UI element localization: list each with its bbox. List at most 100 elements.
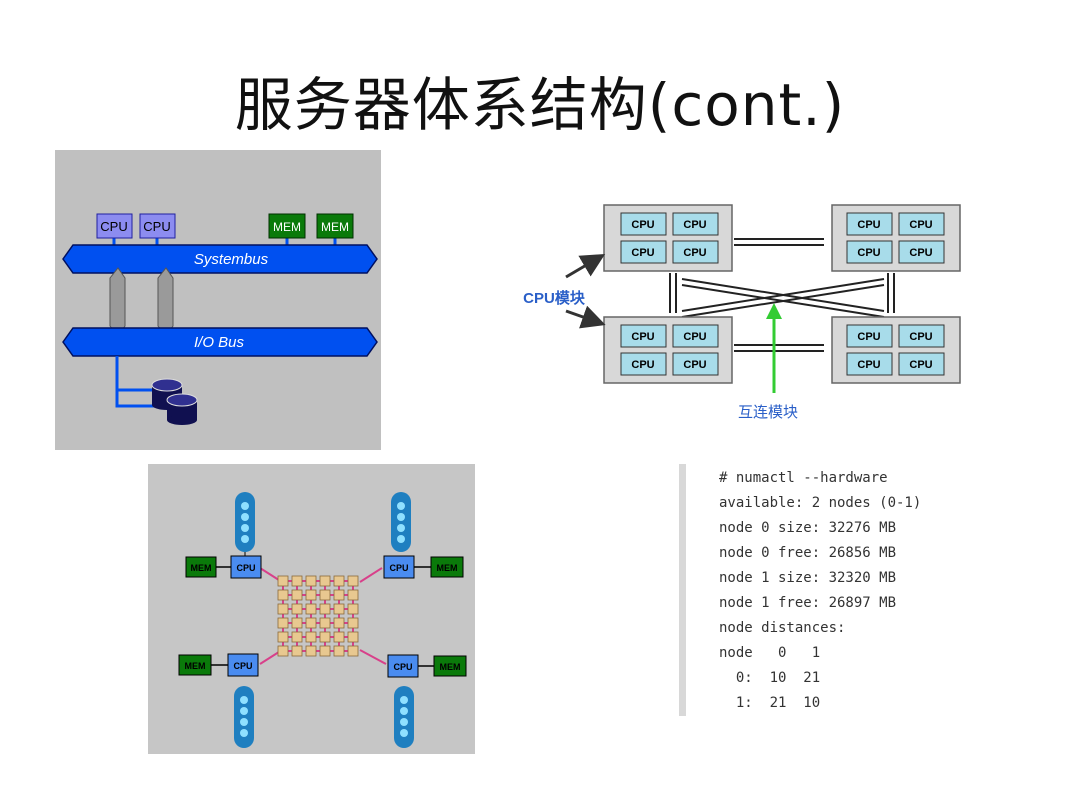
mesh-node-top-right: CPU MEM — [383, 555, 464, 579]
smp-cpu-2-label: CPU — [143, 219, 170, 234]
mesh-mem-label: MEM — [437, 563, 458, 573]
smp-bus-diagram: CPU CPU MEM MEM Systembus I/O Bus — [55, 150, 381, 450]
mesh-router — [305, 631, 317, 643]
terminal-line: # numactl --hardware — [719, 470, 888, 486]
mesh-router — [333, 603, 345, 615]
mesh-router — [347, 603, 359, 615]
mesh-router — [291, 575, 303, 587]
disk-stack-top-left — [235, 492, 255, 552]
numa-cpu-label: CPU — [857, 219, 880, 231]
mesh-router — [305, 617, 317, 629]
slide-title: 服务器体系结构(cont.) — [234, 71, 846, 139]
cpu-module-bottom-right: CPU CPU CPU CPU — [831, 316, 961, 384]
interconnect-label: 互连模块 — [738, 404, 798, 421]
cpu-module-top-left: CPU CPU CPU CPU — [603, 204, 733, 272]
mesh-router — [291, 645, 303, 657]
mesh-grid — [277, 575, 359, 657]
system-bus-label: Systembus — [194, 251, 269, 268]
mesh-router — [305, 575, 317, 587]
numa-cpu-label: CPU — [909, 247, 932, 259]
bus-bridge-1 — [109, 267, 126, 337]
terminal-line: node distances: — [719, 620, 846, 636]
mesh-router — [277, 589, 289, 601]
numa-cpu-label: CPU — [909, 359, 932, 371]
terminal-scrollbar — [679, 464, 686, 716]
mesh-router — [347, 631, 359, 643]
mesh-cpu-label: CPU — [389, 563, 408, 573]
disk-icon-2 — [166, 393, 198, 425]
mesh-router — [291, 589, 303, 601]
mesh-mem-label: MEM — [191, 563, 212, 573]
numa-cpu-label: CPU — [631, 219, 654, 231]
terminal-line: node 1 size: 32320 MB — [719, 570, 897, 586]
mesh-router — [347, 645, 359, 657]
smp-mem-2-label: MEM — [321, 220, 349, 234]
mesh-router — [319, 631, 331, 643]
terminal-line: 1: 21 10 — [719, 695, 821, 711]
mesh-router — [291, 631, 303, 643]
smp-mem-1: MEM — [268, 213, 306, 239]
numactl-output: # numactl --hardware available: 2 nodes … — [679, 464, 979, 716]
smp-cpu-1-label: CPU — [100, 219, 127, 234]
smp-mem-1-label: MEM — [273, 220, 301, 234]
mesh-router — [277, 631, 289, 643]
numa-cpu-label: CPU — [631, 359, 654, 371]
interconnect-arrow — [766, 303, 782, 319]
numa-cpu-label: CPU — [683, 247, 706, 259]
system-bus — [62, 244, 378, 274]
numa-cpu-label: CPU — [683, 359, 706, 371]
mesh-router — [333, 631, 345, 643]
numa-cpu-label: CPU — [909, 219, 932, 231]
smp-cpu-1: CPU — [96, 213, 133, 239]
mesh-router — [319, 617, 331, 629]
mesh-router — [319, 603, 331, 615]
mesh-cpu-label: CPU — [233, 661, 252, 671]
terminal-line: node 0 free: 26856 MB — [719, 545, 897, 561]
numa-cpu-label: CPU — [631, 247, 654, 259]
numa-cpu-label: CPU — [909, 331, 932, 343]
mesh-router — [305, 603, 317, 615]
mesh-router — [305, 589, 317, 601]
io-bus — [62, 327, 378, 357]
numa-cpu-label: CPU — [631, 331, 654, 343]
terminal-line: 0: 10 21 — [719, 670, 821, 686]
io-bus-label: I/O Bus — [194, 334, 245, 351]
mesh-node-bottom-right: CPU MEM — [387, 654, 467, 678]
smp-cpu-2: CPU — [139, 213, 176, 239]
mesh-mem-label: MEM — [185, 661, 206, 671]
mesh-router — [277, 575, 289, 587]
mesh-router — [319, 645, 331, 657]
mesh-router — [305, 645, 317, 657]
disk-stack-bottom-left — [234, 686, 254, 748]
mesh-router — [347, 575, 359, 587]
mesh-node-bottom-left: MEM CPU — [178, 653, 259, 677]
numa-cpu-label: CPU — [857, 359, 880, 371]
mesh-router — [333, 617, 345, 629]
mesh-router — [347, 617, 359, 629]
terminal-line: node 0 1 — [719, 645, 821, 661]
mesh-interconnect-diagram: MEM CPU CPU MEM MEM CPU CPU MEM — [148, 464, 475, 754]
mesh-router — [277, 645, 289, 657]
mesh-router — [319, 589, 331, 601]
mesh-cpu-label: CPU — [236, 563, 255, 573]
numa-cpu-label: CPU — [683, 219, 706, 231]
mesh-router — [319, 575, 331, 587]
terminal-line: node 1 free: 26897 MB — [719, 595, 897, 611]
numa-module-diagram: CPU CPU CPU CPU CPU CPU CPU CPU CPU CPU — [514, 201, 964, 423]
numa-cpu-label: CPU — [857, 331, 880, 343]
cpu-module-bottom-left: CPU CPU CPU CPU — [603, 316, 733, 384]
mesh-node-top-left: MEM CPU — [185, 552, 262, 579]
mesh-router — [333, 589, 345, 601]
smp-mem-2: MEM — [316, 213, 354, 239]
mesh-router — [277, 603, 289, 615]
numa-cpu-label: CPU — [683, 331, 706, 343]
mesh-router — [277, 617, 289, 629]
numa-cpu-label: CPU — [857, 247, 880, 259]
mesh-router — [291, 603, 303, 615]
terminal-line: node 0 size: 32276 MB — [719, 520, 897, 536]
disk-stack-bottom-right — [394, 686, 414, 748]
mesh-cpu-label: CPU — [393, 662, 412, 672]
disk-stack-top-right — [391, 492, 411, 552]
mesh-router — [291, 617, 303, 629]
mesh-router — [347, 589, 359, 601]
